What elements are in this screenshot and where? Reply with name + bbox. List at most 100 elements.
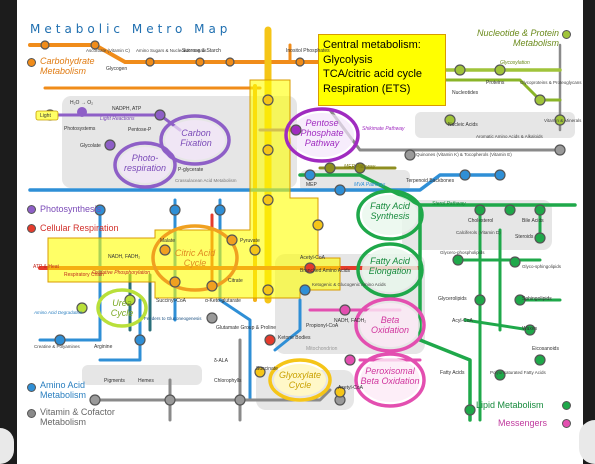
ketoglut-label: α-Keto-glutarate bbox=[205, 298, 241, 304]
feeders-label: Feeders to Gluconeogenesis bbox=[144, 316, 202, 321]
glycosphingolipids-label: Glyco-sphingolipids bbox=[522, 264, 562, 269]
pigments-label: Pigments bbox=[104, 378, 125, 384]
hemes-label: Hemes bbox=[138, 378, 154, 384]
beta-oxidation-label: Beta Oxidation bbox=[370, 315, 410, 335]
fatty-acid-elongation-label: Fatty Acid Elongation bbox=[368, 256, 412, 276]
messengers-legend-label: Messengers bbox=[498, 418, 548, 428]
glycerophospholipids-label: Glycero-phospholipids bbox=[440, 250, 485, 255]
carbon-fixation-label: Carbon Fixation bbox=[180, 128, 212, 148]
sterol-pathway-label: Sterol Pathway bbox=[432, 201, 466, 207]
waxes-label: Waxes bbox=[522, 326, 538, 332]
bottom-left-button[interactable] bbox=[0, 428, 14, 464]
inositol-label: Inositol Phosphates bbox=[286, 48, 330, 54]
bile-acids-label: Bile Acids bbox=[522, 218, 544, 224]
nucleotide-legend-label: Nucleotide & Protein Metabolism bbox=[476, 28, 559, 48]
atp-heat-label: ATP & Heat bbox=[33, 264, 59, 270]
succinate-label: Succinate bbox=[256, 366, 278, 372]
glutamate-label: Glutamate Group & Proline bbox=[216, 325, 277, 331]
chlorophylls-label: Chlorophylls bbox=[214, 378, 242, 384]
ketone-label: Ketone Bodies bbox=[278, 335, 311, 341]
mep-label: MEP bbox=[306, 182, 317, 188]
callout-line-4: Respiration (ETS) bbox=[323, 82, 411, 95]
acetyl-coa-label: Acetyl-CoA bbox=[300, 255, 326, 261]
creatine-label: Creatine & Polyamines bbox=[34, 344, 80, 349]
pentose-p-label: Pentose-P bbox=[128, 127, 152, 133]
amino-acid-legend-dot bbox=[27, 383, 36, 392]
oxidative-phos-label: Oxidative Phosphorylation bbox=[92, 270, 151, 276]
nucleotides-label: Nucleotides bbox=[452, 90, 479, 96]
amino-sugars-label: Amino Sugars & Nucleotide Sugars bbox=[136, 48, 207, 53]
nadph-atp-label: NADPH, ATP bbox=[112, 106, 142, 112]
ala-label: δ-ALA bbox=[214, 358, 228, 364]
amino-acid-legend-label: Amino Acid Metabolism bbox=[40, 380, 87, 400]
ascorbate-label: Ascorbate (Vitamin C) bbox=[86, 48, 130, 53]
quinones-label: Quinones (Vitamin K) & Tocopherols (Vita… bbox=[416, 152, 512, 157]
mucosal-label: Vitamin & Minerals bbox=[544, 118, 582, 123]
nadh-fadh-label: NADH, FADH₂ bbox=[108, 254, 141, 260]
urea-cycle-label: Urea Cycle bbox=[110, 298, 134, 318]
pentose-phosphate-label: Pentose Phosphate Pathway bbox=[300, 118, 344, 148]
vitamin-legend-label: Vitamin & Cofactor Metabolism bbox=[40, 407, 115, 427]
nadh-fadh2-label: NADH, FADH₂ bbox=[334, 318, 367, 324]
citrate-label: Citrate bbox=[228, 278, 243, 284]
glycolate-label: Glycolate bbox=[80, 143, 101, 149]
light-sun-icon bbox=[35, 107, 87, 121]
amino-acid-deg-label: Amino Acid Degradation bbox=[34, 310, 83, 315]
photosystems-label: Photosystems bbox=[64, 126, 96, 132]
sucrose-label: Sucrose & Starch bbox=[182, 48, 221, 54]
h2o-o2-label: H₂O → O₂ bbox=[70, 100, 94, 106]
aromatic-label: Aromatic Amino Acids & Alkaloids bbox=[476, 134, 543, 139]
eicosanoids-label: Eicosanoids bbox=[532, 346, 559, 352]
map-title: Metabolic Metro Map bbox=[30, 22, 232, 36]
light-label: Light bbox=[40, 113, 51, 119]
sphingolipids-label: Sphingolipids bbox=[522, 296, 552, 302]
carbohydrate-legend-dot bbox=[27, 58, 36, 67]
proteins-label: Proteins bbox=[486, 80, 505, 86]
lipid-legend-label: Lipid Metabolism bbox=[476, 400, 544, 410]
citric-acid-cycle-label: Citric Acid Cycle bbox=[174, 248, 216, 268]
glycogen-label: Glycogen bbox=[106, 66, 128, 72]
malate-label: Malate bbox=[160, 238, 176, 244]
nucleic-acids-label: Nucleic Acids bbox=[448, 122, 478, 128]
mitochondrion-label: Mitochondrion bbox=[306, 346, 338, 352]
glycosylation-label: Glycosylation bbox=[500, 60, 530, 66]
bottom-right-button[interactable] bbox=[579, 420, 595, 464]
glyoxylate-cycle-label: Glyoxylate Cycle bbox=[278, 370, 322, 390]
glycoproteins-label: Glycoproteins & Proteoglycans bbox=[520, 80, 582, 85]
carbohydrate-legend-label: Carbohydrate Metabolism bbox=[40, 56, 95, 76]
arginine-label: Arginine bbox=[94, 344, 113, 350]
nucleotide-legend-dot bbox=[562, 30, 571, 39]
shikimate-label: Shikimate Pathway bbox=[362, 126, 405, 132]
photorespiration-label: Photo-respiration bbox=[123, 153, 167, 173]
photosynthesis-legend-dot bbox=[27, 205, 36, 214]
left-margin bbox=[0, 0, 17, 464]
p-glycerate-label: P-glycerate bbox=[178, 167, 204, 173]
pyruvate-label: Pyruvate bbox=[240, 238, 260, 244]
cholesterol-label: Cholesterol bbox=[468, 218, 494, 224]
polyunsaturated-label: Polyunsaturated Fatty Acids bbox=[490, 370, 546, 375]
branched-label: Branched Amino Acids bbox=[300, 268, 351, 274]
acyl-coa-label: Acyl-CoA bbox=[452, 318, 473, 324]
respiration-legend-dot bbox=[27, 224, 36, 233]
central-metabolism-highlight bbox=[47, 79, 341, 299]
terpenoid-label: Terpenoid Backbones bbox=[406, 178, 455, 184]
acetyl-coa2-label: Acetyl-CoA bbox=[338, 385, 364, 391]
propionyl-label: Propionyl-CoA bbox=[306, 323, 339, 329]
respiratory-chain-label: Respiratory Chain bbox=[64, 272, 105, 278]
light-reactions-label: Light Reactions bbox=[100, 116, 135, 122]
vitamin-legend-dot bbox=[27, 409, 36, 418]
mva-pathway-label: MVA Pathway bbox=[354, 182, 385, 188]
glycerolipids-label: Glycerolipids bbox=[438, 296, 467, 302]
central-metabolism-callout: Central metabolism: Glycolysis TCA/citri… bbox=[318, 34, 446, 106]
messengers-legend-dot bbox=[562, 419, 571, 428]
mep-pathway-label: MEP Pathway bbox=[344, 164, 376, 170]
callout-line-2: Glycolysis bbox=[323, 53, 373, 66]
calciferols-label: Calciferols (Vitamin D) bbox=[456, 230, 501, 235]
succinyl-label: Succinyl-CoA bbox=[156, 298, 187, 304]
crassulacean-label: Crassulacean Acid Metabolism bbox=[175, 178, 237, 183]
callout-line-3: TCA/citric acid cycle bbox=[323, 68, 423, 80]
peroxisomal-beta-oxidation-label: Peroxisomal Beta Oxidation bbox=[360, 366, 420, 386]
ketogenic-label: Ketogenic & Glucogenic Amino Acids bbox=[312, 282, 386, 287]
right-margin bbox=[583, 0, 595, 464]
